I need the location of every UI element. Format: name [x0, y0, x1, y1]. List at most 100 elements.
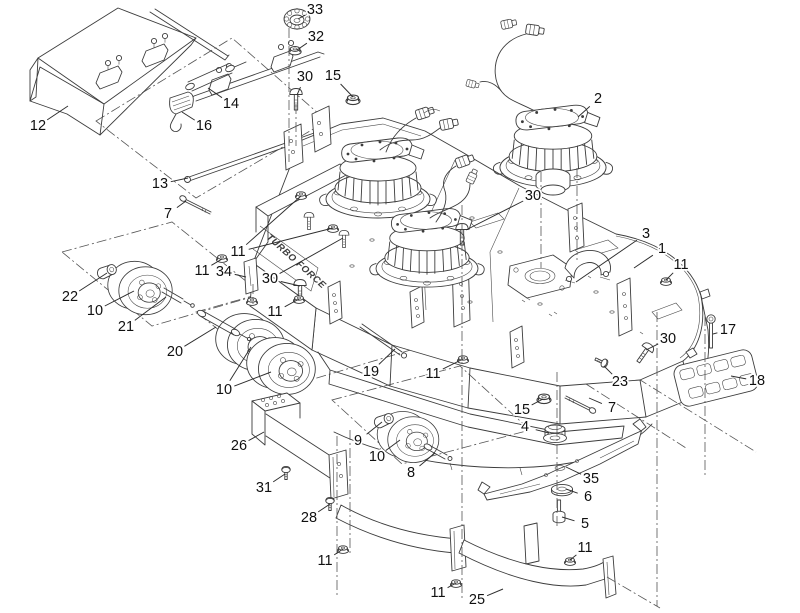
callout-label-23: 23 — [612, 374, 628, 390]
callout-label-8: 8 — [407, 465, 415, 481]
callout-leader-21 — [134, 296, 167, 321]
blade-bolt-5 — [552, 499, 566, 524]
callout-label-7: 7 — [608, 400, 616, 416]
callout-leader-30 — [296, 86, 301, 96]
callout-label-11: 11 — [317, 553, 332, 569]
flange-nut-11 — [659, 277, 673, 286]
callout-leader-1 — [633, 254, 654, 269]
callout-leader-11 — [245, 195, 302, 246]
callout-leader-11 — [211, 258, 223, 266]
callout-leader-12 — [46, 105, 69, 121]
callout-label-16: 16 — [196, 118, 212, 134]
callout-leader-11 — [333, 548, 344, 556]
callout-leader-19 — [378, 348, 396, 365]
tread-pad-18 — [673, 349, 759, 407]
callout-leader-30 — [645, 343, 659, 351]
spindle-motor-left — [319, 104, 460, 219]
callout-leader-31 — [272, 473, 286, 483]
clamp-bracket-3 — [564, 249, 611, 284]
callout-leader-11 — [665, 272, 674, 281]
callout-leader-11 — [447, 582, 457, 589]
callout-leader-9 — [366, 421, 383, 435]
screw-31 — [281, 465, 291, 480]
callout-leader-34 — [234, 273, 247, 278]
cover-hinge-clip — [95, 54, 123, 90]
callout-leader-2 — [577, 106, 591, 118]
callout-leader-7 — [588, 397, 603, 405]
callout-label-10: 10 — [369, 449, 385, 465]
callout-leader-10 — [104, 290, 135, 307]
callout-leader-14 — [207, 87, 223, 99]
flange-nut-11 — [456, 355, 470, 364]
callout-label-30: 30 — [297, 69, 313, 85]
callout-leader-10 — [385, 439, 401, 451]
callout-label-19: 19 — [363, 364, 379, 380]
callout-label-30: 30 — [262, 271, 278, 287]
callout-label-22: 22 — [62, 289, 78, 305]
callout-leader-6 — [565, 488, 578, 494]
callout-label-17: 17 — [720, 322, 736, 338]
knob-cap-33 — [283, 8, 311, 30]
callout-leader-18 — [730, 375, 747, 380]
callout-label-1: 1 — [658, 241, 666, 257]
flange-nut-11 — [563, 557, 577, 566]
callout-label-11: 11 — [194, 263, 209, 279]
callout-leader-17 — [712, 332, 718, 335]
callout-leader-25 — [486, 588, 504, 597]
bolt-7-lower — [564, 395, 597, 414]
spring-16 — [169, 91, 194, 133]
baffle-kit-25 — [335, 504, 617, 599]
callout-label-13: 13 — [152, 176, 168, 192]
callout-leader-28 — [317, 503, 331, 513]
callout-label-31: 31 — [256, 480, 272, 496]
bolt-7-upper — [179, 195, 212, 215]
callout-leader-33 — [297, 14, 306, 20]
callout-label-4: 4 — [521, 419, 529, 435]
flange-nut-11 — [245, 297, 259, 306]
callout-label-20: 20 — [167, 344, 183, 360]
roller-14 — [185, 61, 247, 92]
callout-leader-10 — [229, 346, 252, 381]
callout-leader-26 — [248, 431, 265, 442]
callout-leader-3 — [575, 239, 638, 283]
callout-leader-23 — [603, 365, 613, 375]
strap-34 — [243, 257, 259, 295]
flange-nut-11 — [336, 545, 350, 554]
spindle-pulley — [535, 168, 571, 196]
callout-leader-7 — [176, 200, 187, 208]
anti-scalp-wheel — [107, 260, 173, 316]
callout-label-15: 15 — [514, 402, 530, 418]
callout-label-11: 11 — [267, 304, 282, 320]
deflector-cover-12 — [29, 7, 230, 136]
spindle-motor-2-exploded — [465, 17, 614, 196]
callout-label-30: 30 — [660, 331, 676, 347]
callout-label-21: 21 — [118, 319, 134, 335]
callout-leader-32 — [296, 42, 308, 51]
hinge-band — [189, 39, 325, 105]
callout-label-5: 5 — [581, 516, 589, 532]
callout-label-3: 3 — [642, 226, 650, 242]
flange-nut-11 — [294, 191, 308, 200]
pad-bolt-17 — [706, 314, 716, 349]
callout-leader-11 — [248, 227, 334, 250]
callout-label-33: 33 — [307, 2, 323, 18]
callout-leader-11 — [442, 358, 464, 370]
callout-label-12: 12 — [30, 118, 46, 134]
wheel-axle-20 — [196, 309, 252, 342]
callout-label-26: 26 — [231, 438, 247, 454]
callout-label-14: 14 — [223, 96, 239, 112]
nut-32 — [288, 45, 302, 56]
flange-nut-11 — [292, 295, 306, 304]
callout-label-18: 18 — [749, 373, 765, 389]
callout-leader-22 — [78, 272, 108, 292]
callout-label-15: 15 — [325, 68, 341, 84]
front-bracket-26 — [251, 392, 349, 500]
blade-35 — [477, 418, 647, 501]
callout-label-32: 32 — [308, 29, 324, 45]
lock-nut-15-lower — [536, 393, 552, 405]
callout-leader-10 — [234, 371, 272, 387]
callout-label-25: 25 — [469, 592, 485, 608]
callout-leader-4 — [535, 429, 550, 434]
screw-28 — [325, 496, 335, 511]
